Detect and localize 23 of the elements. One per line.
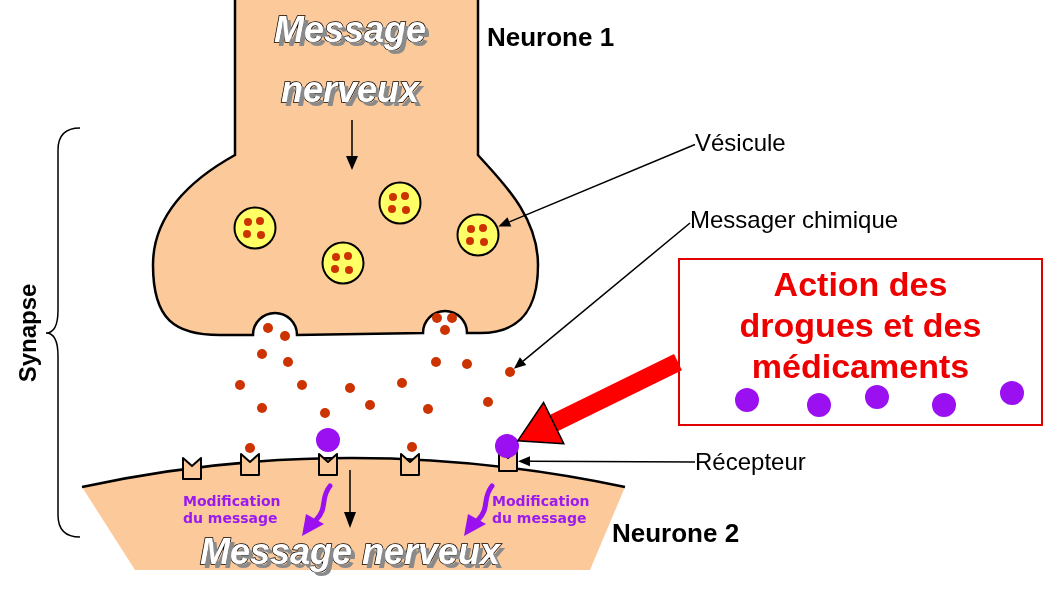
modification-label: Modification du message <box>183 493 282 527</box>
neuron-label: Neurone 1 <box>487 22 615 52</box>
leader-line <box>498 143 696 227</box>
block-arrow <box>517 354 682 445</box>
part-label: Récepteur <box>695 447 806 477</box>
neuron-message-label: Message nerveux <box>198 532 502 572</box>
vesicle <box>321 241 365 285</box>
neuron-message-label: Message nerveux <box>272 8 428 112</box>
vesicle <box>233 206 277 250</box>
drug-action-box <box>678 258 1043 426</box>
modification-label: Modification du message <box>492 493 591 527</box>
part-label: Vésicule <box>695 128 786 158</box>
vesicle <box>378 181 422 225</box>
leader-line <box>518 456 696 467</box>
part-label: Messager chimique <box>690 205 899 235</box>
drug-action-title: Action des drogues et des médicaments <box>738 264 983 387</box>
vesicle <box>456 213 500 257</box>
drug-molecule <box>495 434 519 458</box>
leader-line <box>513 222 691 369</box>
messenger-dot <box>505 367 515 377</box>
drug-molecule <box>316 428 340 452</box>
neuron-label: Neurone 2 <box>612 518 740 548</box>
synapse-label: Synapse <box>14 283 42 383</box>
